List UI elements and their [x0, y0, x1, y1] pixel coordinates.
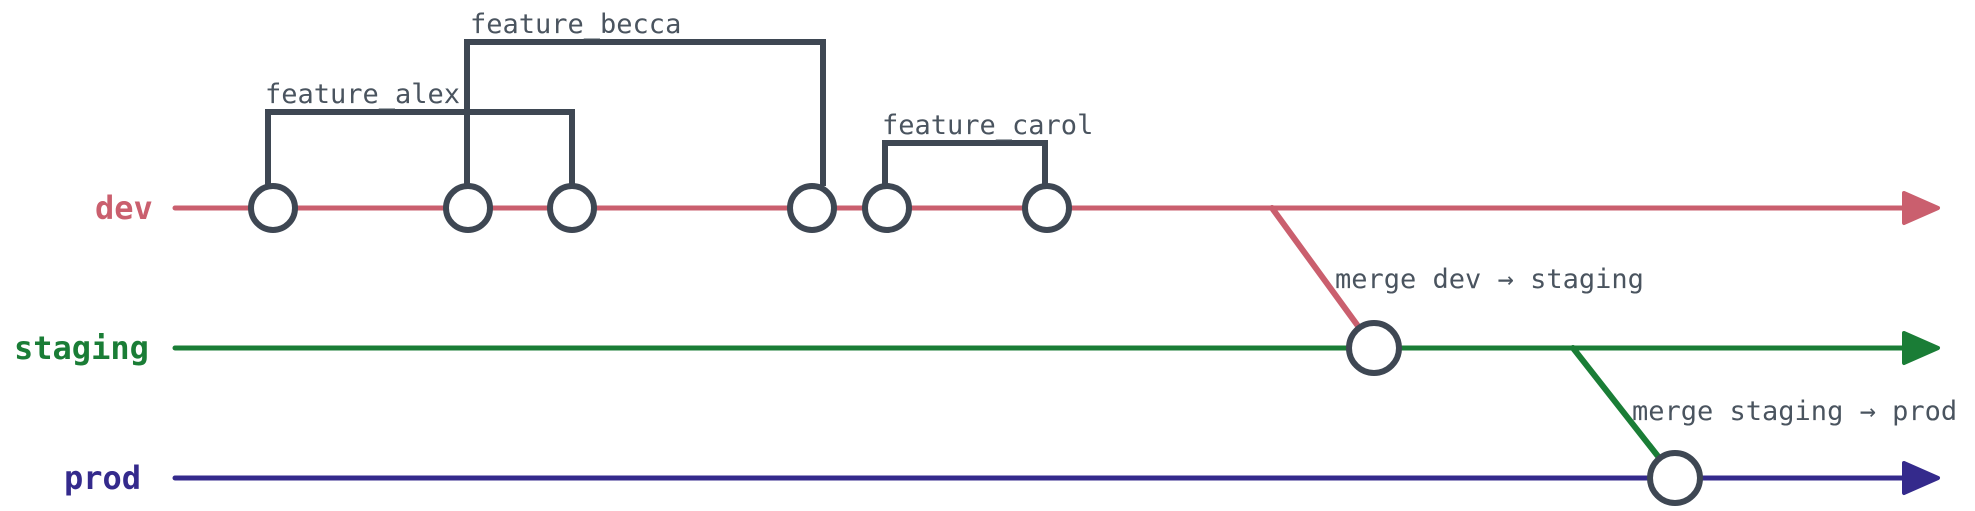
branch-arrowhead-prod [1902, 461, 1940, 495]
commit-node-dev-3[interactable] [547, 183, 597, 233]
commit-node-dev-6[interactable] [1022, 183, 1072, 233]
branch-arrowhead-staging [1902, 331, 1940, 365]
merge-connector-dev-to-staging[interactable] [1269, 205, 1377, 351]
merge-labels-group: merge dev → staging merge staging → prod [1335, 264, 1957, 427]
branch-label-staging: staging [14, 329, 149, 367]
branch-arrowhead-dev [1902, 191, 1940, 225]
branch-label-dev: dev [95, 189, 153, 227]
merge-connectors-group [1269, 205, 1678, 481]
commit-node-prod-merge[interactable] [1647, 450, 1703, 506]
feature-bracket-alex [265, 109, 575, 186]
branch-lines-group [172, 191, 1940, 495]
commit-node-dev-5[interactable] [862, 183, 912, 233]
feature-labels-group: feature_alex feature_becca feature_carol [265, 9, 1093, 141]
feature-label-alex: feature_alex [265, 79, 460, 110]
feature-brackets-group [265, 39, 1048, 186]
commit-node-staging-merge[interactable] [1346, 320, 1402, 376]
branch-labels-group: dev staging prod [14, 189, 153, 497]
commit-nodes-group [248, 183, 1703, 506]
commit-node-dev-1[interactable] [248, 183, 298, 233]
feature-bracket-carol [882, 140, 1048, 186]
feature-bracket-becca [464, 39, 826, 186]
commit-node-dev-2[interactable] [443, 183, 493, 233]
branch-line-prod[interactable] [172, 461, 1940, 495]
branch-label-prod: prod [64, 459, 141, 497]
merge-label-staging-to-prod: merge staging → prod [1632, 396, 1957, 427]
commit-node-dev-4[interactable] [787, 183, 837, 233]
merge-label-dev-to-staging: merge dev → staging [1335, 264, 1644, 295]
feature-label-carol: feature_carol [882, 110, 1093, 141]
branch-line-staging[interactable] [172, 331, 1940, 365]
feature-label-becca: feature_becca [470, 9, 681, 40]
